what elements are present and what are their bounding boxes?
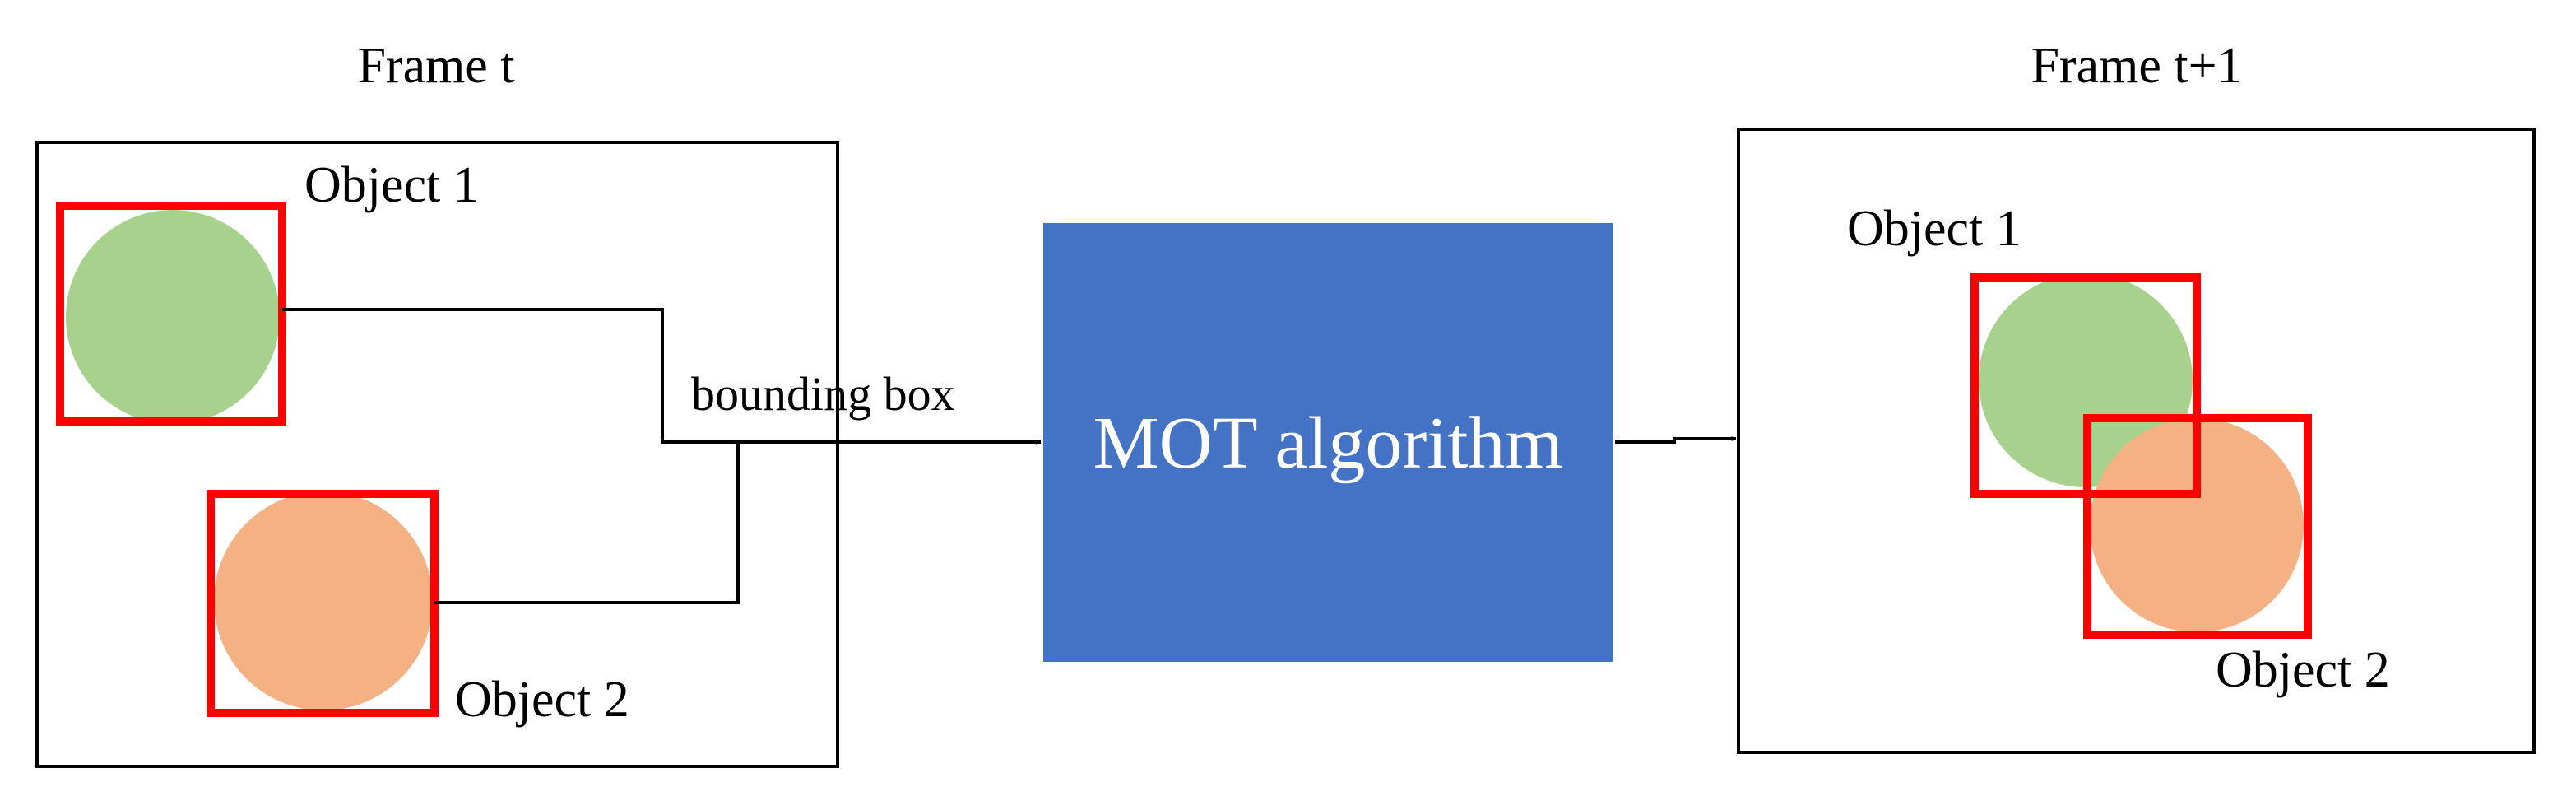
frame-t-object-1-bounding-box — [56, 202, 286, 426]
frame-t-plus-1-object-2-bounding-box — [2083, 414, 2312, 639]
mot-algorithm-box — [1043, 223, 1613, 662]
frame-t-object-1-label: Object 1 — [304, 157, 479, 213]
output-arrow — [1615, 436, 1737, 444]
frame-t-title: Frame t — [357, 38, 514, 94]
bounding-box-connector: bounding box — [282, 308, 1042, 604]
object-2-connector-line — [434, 442, 740, 604]
frame-t-object-1-circle — [66, 210, 280, 424]
frame-t-plus-1-box — [1737, 128, 2536, 754]
bounding-box-label: bounding box — [691, 367, 955, 421]
mot-algorithm-label: MOT algorithm — [1093, 403, 1563, 484]
frame-t-plus-1-object-2-label: Object 2 — [2216, 642, 2390, 698]
frame-t-box — [35, 141, 839, 768]
frame-t-plus-1-object-1-circle — [1979, 273, 2193, 487]
frame-t-object-2-label: Object 2 — [455, 672, 629, 728]
frame-t-plus-1-title: Frame t+1 — [2031, 38, 2242, 94]
frame-t-plus-1-object-1-label: Object 1 — [1847, 201, 2021, 257]
frame-t-plus-1-object-2-circle — [2090, 418, 2304, 632]
frame-t-plus-1: Frame t+1 Object 1 Object 2 — [1737, 38, 2536, 754]
frame-t-object-2-circle — [214, 491, 433, 710]
mot-algorithm-block: MOT algorithm — [1043, 223, 1613, 662]
object-1-connector-line — [282, 308, 1042, 445]
